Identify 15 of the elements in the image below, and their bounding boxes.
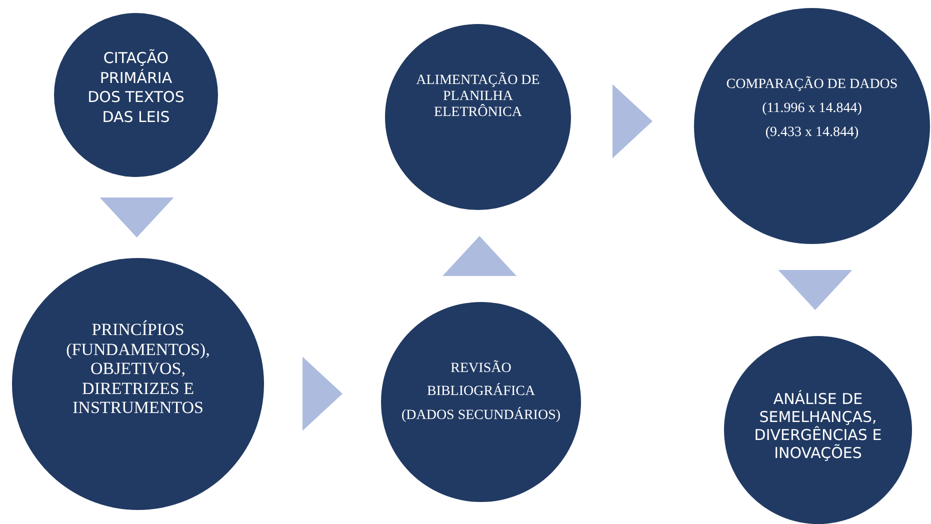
chevron-arrow [100, 198, 174, 238]
step-label: PRINCÍPIOS (FUNDAMENTOS), OBJETIVOS, DIRETRIZES E INSTRUMENTOS [65, 320, 211, 418]
step-label: COMPARAÇÃO DE DADOS [726, 76, 898, 94]
step-label: BIBLIOGRÁFICA [426, 384, 536, 400]
chevron-arrow [442, 236, 516, 276]
step-label: (DADOS SECUNDÁRIOS) [401, 408, 561, 424]
chevron-arrow [302, 356, 342, 431]
chevron-arrow [612, 84, 652, 158]
step-label: CITAÇÃO PRIMÁRIA DOS TEXTOS DAS LEIS [86, 49, 186, 127]
step-label: (9.433 x 14.844) [765, 124, 859, 142]
chevron-arrow [778, 270, 852, 310]
step-label: (11.996 x 14.844) [762, 100, 862, 118]
step-label: ANÁLISE DE SEMELHANÇAS, DIVERGÊNCIAS E INOVAÇÕES [753, 390, 883, 462]
step-label: REVISÃO [450, 360, 512, 376]
step-label: ALIMENTAÇÃO DE PLANILHA ELETRÔNICA [415, 72, 541, 122]
